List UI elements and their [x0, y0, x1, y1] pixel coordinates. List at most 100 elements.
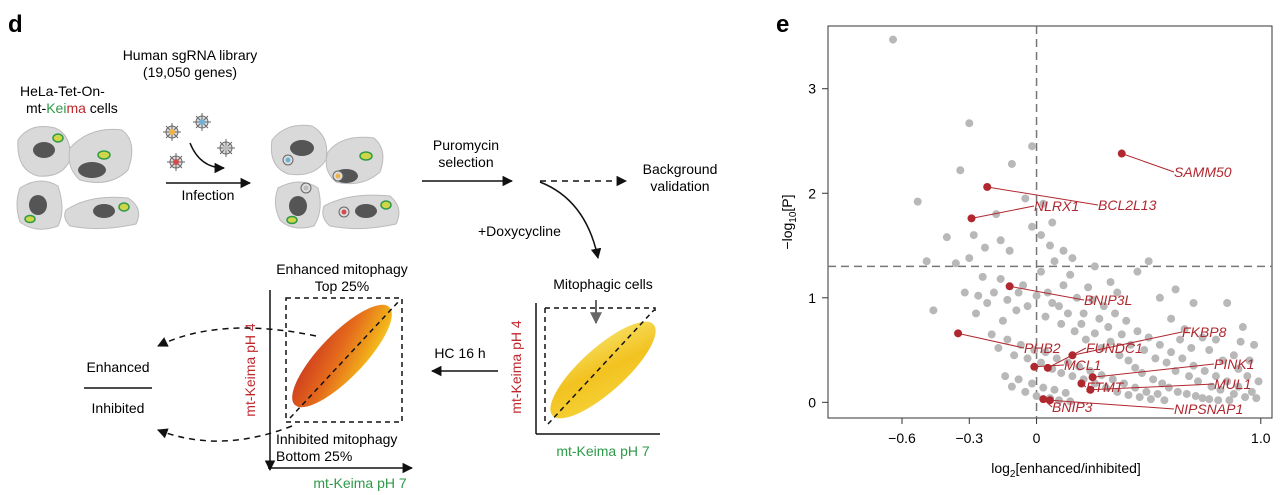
- gene-label-nipsnap1: NIPSNAP1: [1174, 401, 1243, 417]
- gene-point: [1122, 316, 1131, 325]
- gene-point: [1131, 363, 1140, 372]
- leader-line: [957, 332, 1025, 349]
- mitochondrion: [286, 215, 298, 225]
- cell-line-label: HeLa-Tet-On-: [20, 83, 105, 99]
- gene-point: [929, 306, 938, 315]
- leader-line: [1047, 347, 1087, 369]
- gene-point: [1052, 354, 1061, 363]
- infection-curve-arrow: [189, 142, 226, 174]
- gene-point: [1198, 333, 1207, 342]
- gene-point: [1007, 382, 1016, 391]
- gene-point: [1086, 366, 1095, 375]
- gene-point: [1106, 337, 1115, 346]
- gene-point: [1160, 396, 1169, 405]
- gene-point: [1081, 335, 1090, 344]
- gene-point: [1238, 323, 1247, 332]
- leader-line: [1034, 364, 1065, 368]
- gene-point: [1039, 199, 1048, 208]
- gene-point: [1167, 348, 1176, 357]
- virus-icon: [193, 113, 211, 131]
- y-tick-label: 1: [808, 290, 816, 306]
- gene-point: [1050, 385, 1059, 394]
- puromycin-label: Puromycin: [433, 137, 499, 153]
- leader-line: [1090, 383, 1215, 391]
- gene-point: [889, 35, 898, 44]
- gene-point: [1133, 267, 1142, 276]
- gene-point: [1113, 288, 1122, 297]
- gene-point: [1124, 391, 1133, 400]
- population-ellipse: [550, 321, 656, 419]
- leader-line: [1072, 331, 1183, 356]
- gene-point: [965, 119, 974, 128]
- nucleus: [93, 204, 115, 218]
- gene-point: [1059, 281, 1068, 290]
- facs-plot-mitophagic: [535, 303, 660, 435]
- leader-line: [1121, 153, 1175, 173]
- gene-point: [1162, 358, 1171, 367]
- facs-plot-sorting: [264, 290, 414, 474]
- gene-point: [1234, 382, 1243, 391]
- gene-point: [1117, 330, 1126, 339]
- gene-point: [1054, 302, 1063, 311]
- gene-point: [1137, 369, 1146, 378]
- gene-point: [1229, 351, 1238, 360]
- gene-point: [1194, 377, 1202, 386]
- gene-point: [1050, 257, 1059, 266]
- gene-point: [1059, 246, 1068, 255]
- gene-point: [1095, 314, 1104, 323]
- gene-point: [1063, 309, 1072, 318]
- gene-point: [987, 330, 996, 339]
- gene-point: [1028, 379, 1037, 388]
- gene-label-fkbp8: FKBP8: [1182, 324, 1227, 340]
- inhibited-return-arrow: [157, 425, 293, 442]
- gene-point: [1171, 366, 1180, 375]
- gene-point: [989, 288, 998, 297]
- panel-d-label: d: [8, 11, 23, 38]
- gene-point: [1250, 340, 1259, 349]
- leader-line: [1009, 285, 1085, 301]
- mitochondrion: [380, 200, 392, 210]
- background-label: Background: [643, 161, 718, 177]
- gene-point: [1106, 278, 1115, 287]
- axis-ph7-right: mt-Keima pH 7: [556, 443, 650, 459]
- puromycin-label-2: selection: [438, 154, 493, 170]
- gene-point: [960, 288, 969, 297]
- gene-point: [978, 272, 987, 281]
- gene-point: [1090, 262, 1099, 271]
- gene-label-mcl1: MCL1: [1064, 357, 1101, 373]
- gene-point: [1097, 371, 1106, 380]
- gene-point: [1153, 389, 1162, 398]
- gene-point: [1012, 306, 1021, 315]
- gene-point: [1014, 288, 1023, 297]
- gene-point: [1021, 194, 1030, 203]
- gene-point: [951, 259, 960, 268]
- gene-point: [1046, 241, 1054, 250]
- gene-point: [1133, 327, 1142, 336]
- gene-label-fundc1: FUNDC1: [1086, 340, 1143, 356]
- panel-e: e SAMM50BCL2L13NLRX1BNIP3LPHB2FKBP8FUNDC…: [776, 11, 1273, 480]
- gene-point: [1099, 302, 1108, 311]
- gene-point: [1229, 389, 1238, 398]
- gene-point: [1037, 267, 1046, 276]
- gene-point: [1164, 383, 1173, 392]
- infected-cells: [270, 124, 400, 230]
- gene-point: [1104, 323, 1113, 332]
- nucleus: [290, 140, 314, 156]
- gene-label-samm50: SAMM50: [1174, 164, 1232, 180]
- gene-point: [1218, 356, 1227, 365]
- gene-labels: SAMM50BCL2L13NLRX1BNIP3LPHB2FKBP8FUNDC1M…: [1024, 164, 1254, 417]
- gene-point: [1048, 218, 1057, 227]
- gene-point: [980, 243, 989, 252]
- gene-point: [1077, 319, 1086, 328]
- gene-point: [1079, 309, 1088, 318]
- gene-point: [1032, 392, 1041, 401]
- leader-line: [1049, 399, 1175, 410]
- inhibited-gate-label: Inhibited mitophagy: [276, 431, 397, 447]
- gene-point: [965, 254, 974, 263]
- gene-point: [1225, 396, 1234, 405]
- gene-label-phb2: PHB2: [1024, 340, 1061, 356]
- gene-point: [1068, 372, 1077, 381]
- leader-line: [1081, 383, 1087, 388]
- gene-label-ftmt: FTMT: [1086, 379, 1125, 395]
- virus-icon: [217, 139, 235, 157]
